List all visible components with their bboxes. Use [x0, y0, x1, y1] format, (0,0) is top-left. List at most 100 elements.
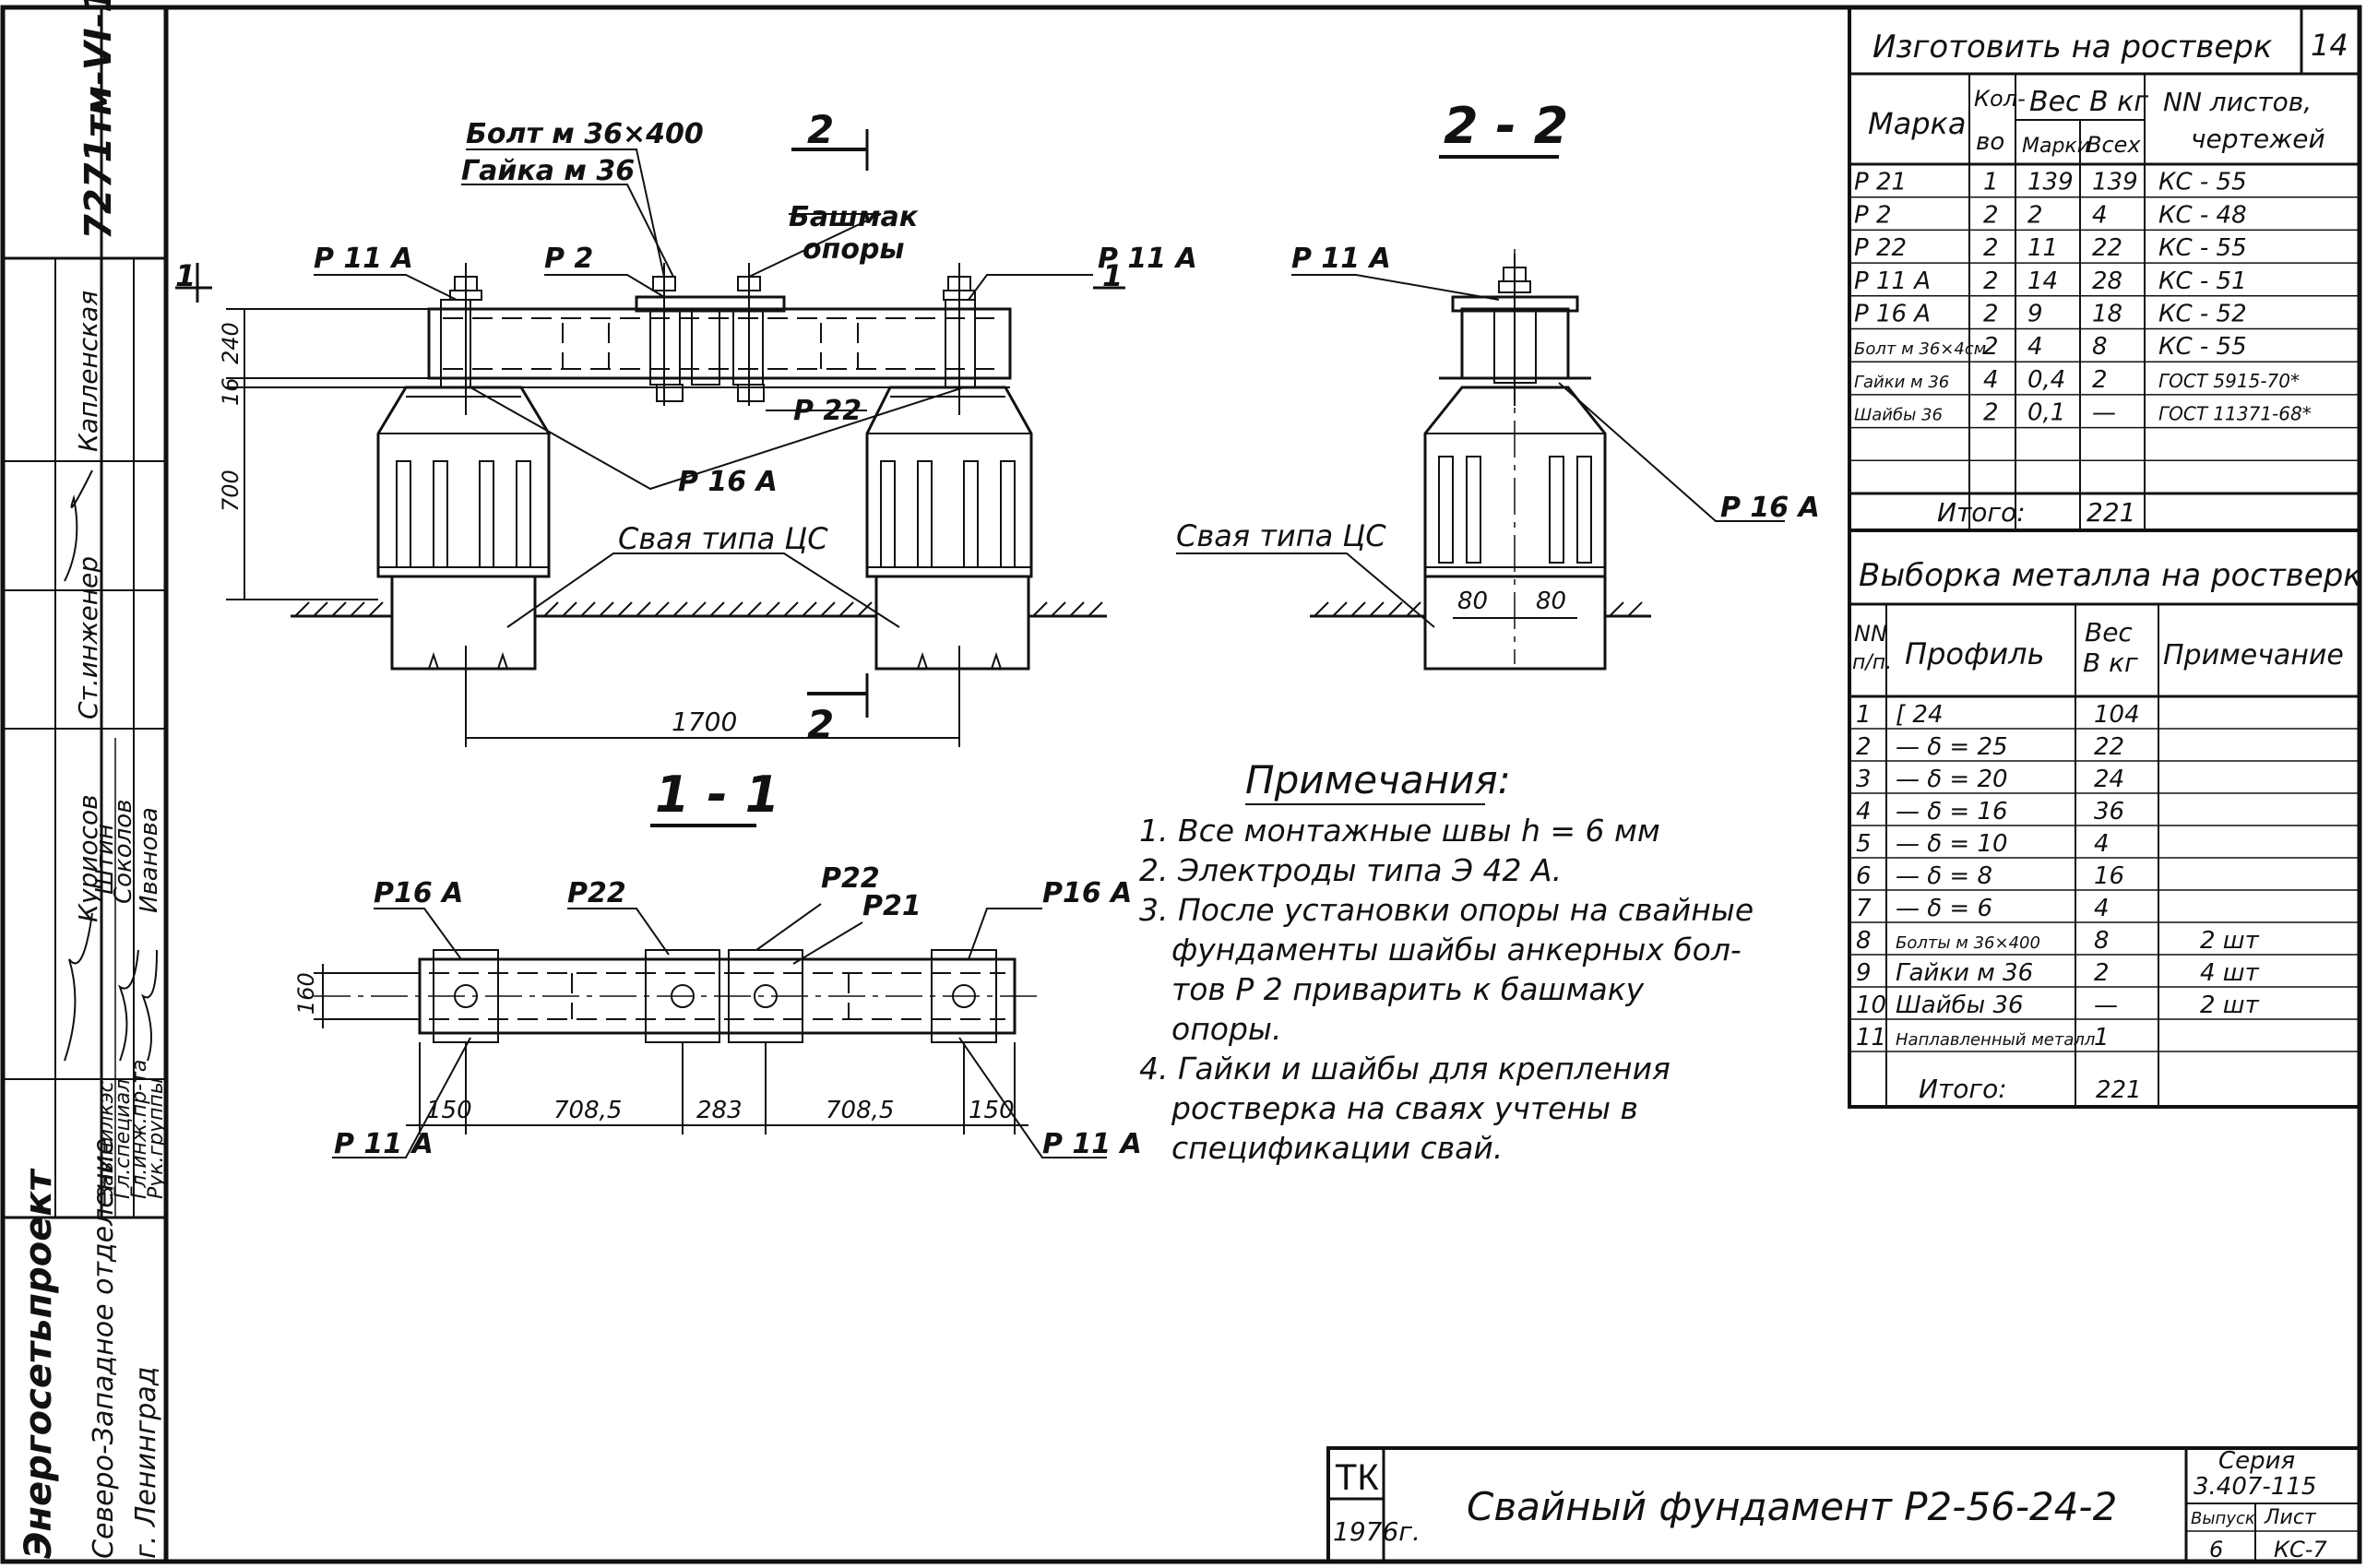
stamp-role-2: Гл.специал	[112, 1079, 135, 1199]
tb-year: 1976г.	[1333, 1516, 1421, 1547]
left-stamp: 7271тм-VI-14 Капленская Ст.инженер Курио…	[3, 0, 168, 1559]
note-line-8: ростверка на сваях учтены в	[1171, 1090, 1638, 1126]
spec-cell: Болт м 36×4см	[1854, 339, 1986, 359]
s22-label-pile: Свая типа ЦС	[1176, 518, 1386, 553]
label-shoe: Башмак	[789, 201, 919, 233]
metal-cell: — δ = 16	[1896, 798, 2008, 826]
spec-cell: Р 21	[1854, 169, 1907, 196]
metal-cell: 4	[2094, 895, 2110, 922]
tb-tk: ТК	[1335, 1457, 1379, 1498]
note-line-7: 4. Гайки и шайбы для крепления	[1139, 1051, 1670, 1087]
metal-cell: — δ = 20	[1896, 766, 2008, 793]
cut-mark-2-bottom: 2	[807, 702, 834, 747]
metal-cell: 2 шт	[2200, 992, 2260, 1019]
metal-cell: 11	[1856, 1024, 1886, 1051]
metal-cell: 16	[2094, 862, 2124, 890]
stamp-role-1: Зав.нилкэс	[95, 1081, 118, 1199]
dim-150-left: 150	[426, 1097, 472, 1124]
spec-cell: Р 2	[1854, 201, 1892, 229]
metal-cell: [ 24	[1896, 701, 1944, 729]
metal-cell: 8	[1856, 927, 1872, 955]
plan-label-p16a-left: Р16 А	[374, 877, 463, 909]
spec-cell: 2	[1983, 234, 1999, 262]
stamp-name-1: Капленская	[73, 291, 103, 452]
metal-cell: 2	[1856, 733, 1872, 761]
metal-h-weight-2: В кг	[2083, 647, 2138, 678]
metal-cell: 4 шт	[2200, 959, 2260, 987]
metal-cell: 6	[1856, 862, 1872, 890]
plan-label-p16a-right: Р16 А	[1042, 877, 1132, 909]
metal-h-nn-2: п/п.	[1852, 651, 1892, 674]
label-nut: Гайка м 36	[461, 155, 635, 187]
tb-series-label: Серия	[2218, 1447, 2295, 1475]
tb-title: Свайный фундамент Р2-56-24-2	[1467, 1484, 2117, 1529]
plan-label-p11a-left: Р 11 А	[334, 1128, 434, 1160]
label-p22: Р 22	[793, 395, 862, 427]
label-shoe2: опоры	[803, 233, 905, 266]
stamp-name-4: Штин	[91, 824, 119, 895]
s22-label-p16a: Р 16 А	[1720, 492, 1820, 524]
notes-title: Примечания:	[1245, 757, 1511, 802]
section-1-1: 1 - 1 160 150 708,5 283 708,5 150	[293, 766, 1142, 1160]
spec-cell: 139	[2027, 169, 2074, 196]
spec-cell: КС - 55	[2158, 169, 2247, 196]
s22-label-p11a: Р 11 А	[1291, 243, 1391, 275]
metal-cell: Наплавленный металл	[1896, 1030, 2095, 1050]
metal-cell: 36	[2094, 798, 2124, 826]
dim-80-b: 80	[1536, 588, 1566, 615]
metal-cell: 2	[2094, 959, 2110, 987]
metal-cell: 8	[2094, 927, 2110, 955]
tb-series: 3.407-115	[2194, 1473, 2316, 1501]
note-line-3: 3. После установки опоры на свайные	[1139, 892, 1754, 928]
metal-h-profile: Профиль	[1905, 636, 2044, 671]
spec-cell: —	[2092, 399, 2116, 427]
dim-700: 700	[218, 469, 244, 512]
dim-80-a: 80	[1457, 588, 1488, 615]
spec-h-wmark: Марки	[2022, 135, 2090, 158]
spec-cell: 14	[2027, 267, 2058, 295]
spec-cell: 4	[1983, 366, 1999, 394]
dim-16: 16	[218, 377, 244, 406]
plan-label-p22-left: Р22	[567, 877, 626, 909]
spec-cell: 4	[2027, 333, 2043, 361]
cut-mark-1-left: 1	[175, 258, 196, 293]
spec-cell: 2	[2027, 201, 2043, 229]
spec-total: 221	[2087, 497, 2135, 528]
note-line-4: фундаменты шайбы анкерных бол-	[1171, 932, 1742, 968]
spec-cell: 2	[1983, 399, 1999, 427]
metal-cell: 24	[2094, 766, 2124, 793]
dim-708-right: 708,5	[826, 1097, 894, 1124]
metal-cell: —	[2094, 992, 2118, 1019]
note-line-1: 1. Все монтажные швы h = 6 мм	[1139, 813, 1660, 849]
metal-cell: 22	[2094, 733, 2124, 761]
stamp-name-6: Иванова	[136, 807, 163, 913]
metal-table: Выборка металла на ростверк NN п/п. Проф…	[1848, 529, 2362, 1109]
dim-240: 240	[218, 322, 244, 364]
metal-cell: 9	[1856, 959, 1872, 987]
spec-h-dwg-1: NN листов,	[2163, 87, 2312, 117]
note-line-2: 2. Электроды типа Э 42 А.	[1139, 852, 1562, 888]
spec-h-qty-1: Кол-	[1974, 86, 2026, 112]
stamp-name-3: Куриосов	[73, 794, 103, 922]
spec-total-label: Итого:	[1937, 497, 2026, 528]
spec-cell: ГОСТ 11371-68*	[2158, 403, 2312, 425]
spec-title: Изготовить на ростверк	[1873, 29, 2273, 65]
spec-cell: 11	[2027, 234, 2058, 262]
spec-cell: КС - 55	[2158, 234, 2247, 262]
note-line-9: спецификации свай.	[1171, 1130, 1503, 1166]
section-2-2-title: 2 - 2	[1444, 97, 1568, 155]
tb-sheet-label: Лист	[2264, 1506, 2317, 1529]
spec-cell: 0,1	[2027, 399, 2065, 427]
metal-cell: — δ = 8	[1896, 862, 1992, 890]
metal-cell: 7	[1856, 895, 1872, 922]
metal-total: 221	[2096, 1076, 2142, 1104]
org-name: Энергосетьпроект	[18, 1168, 60, 1559]
bolts	[449, 263, 976, 415]
stamp-role-3: Гл.инж.пр-та	[128, 1060, 151, 1199]
label-p11a-right: Р 11 А	[1098, 243, 1197, 275]
label-bolt: Болт м 36×400	[466, 118, 704, 150]
dim-160: 160	[293, 972, 319, 1015]
